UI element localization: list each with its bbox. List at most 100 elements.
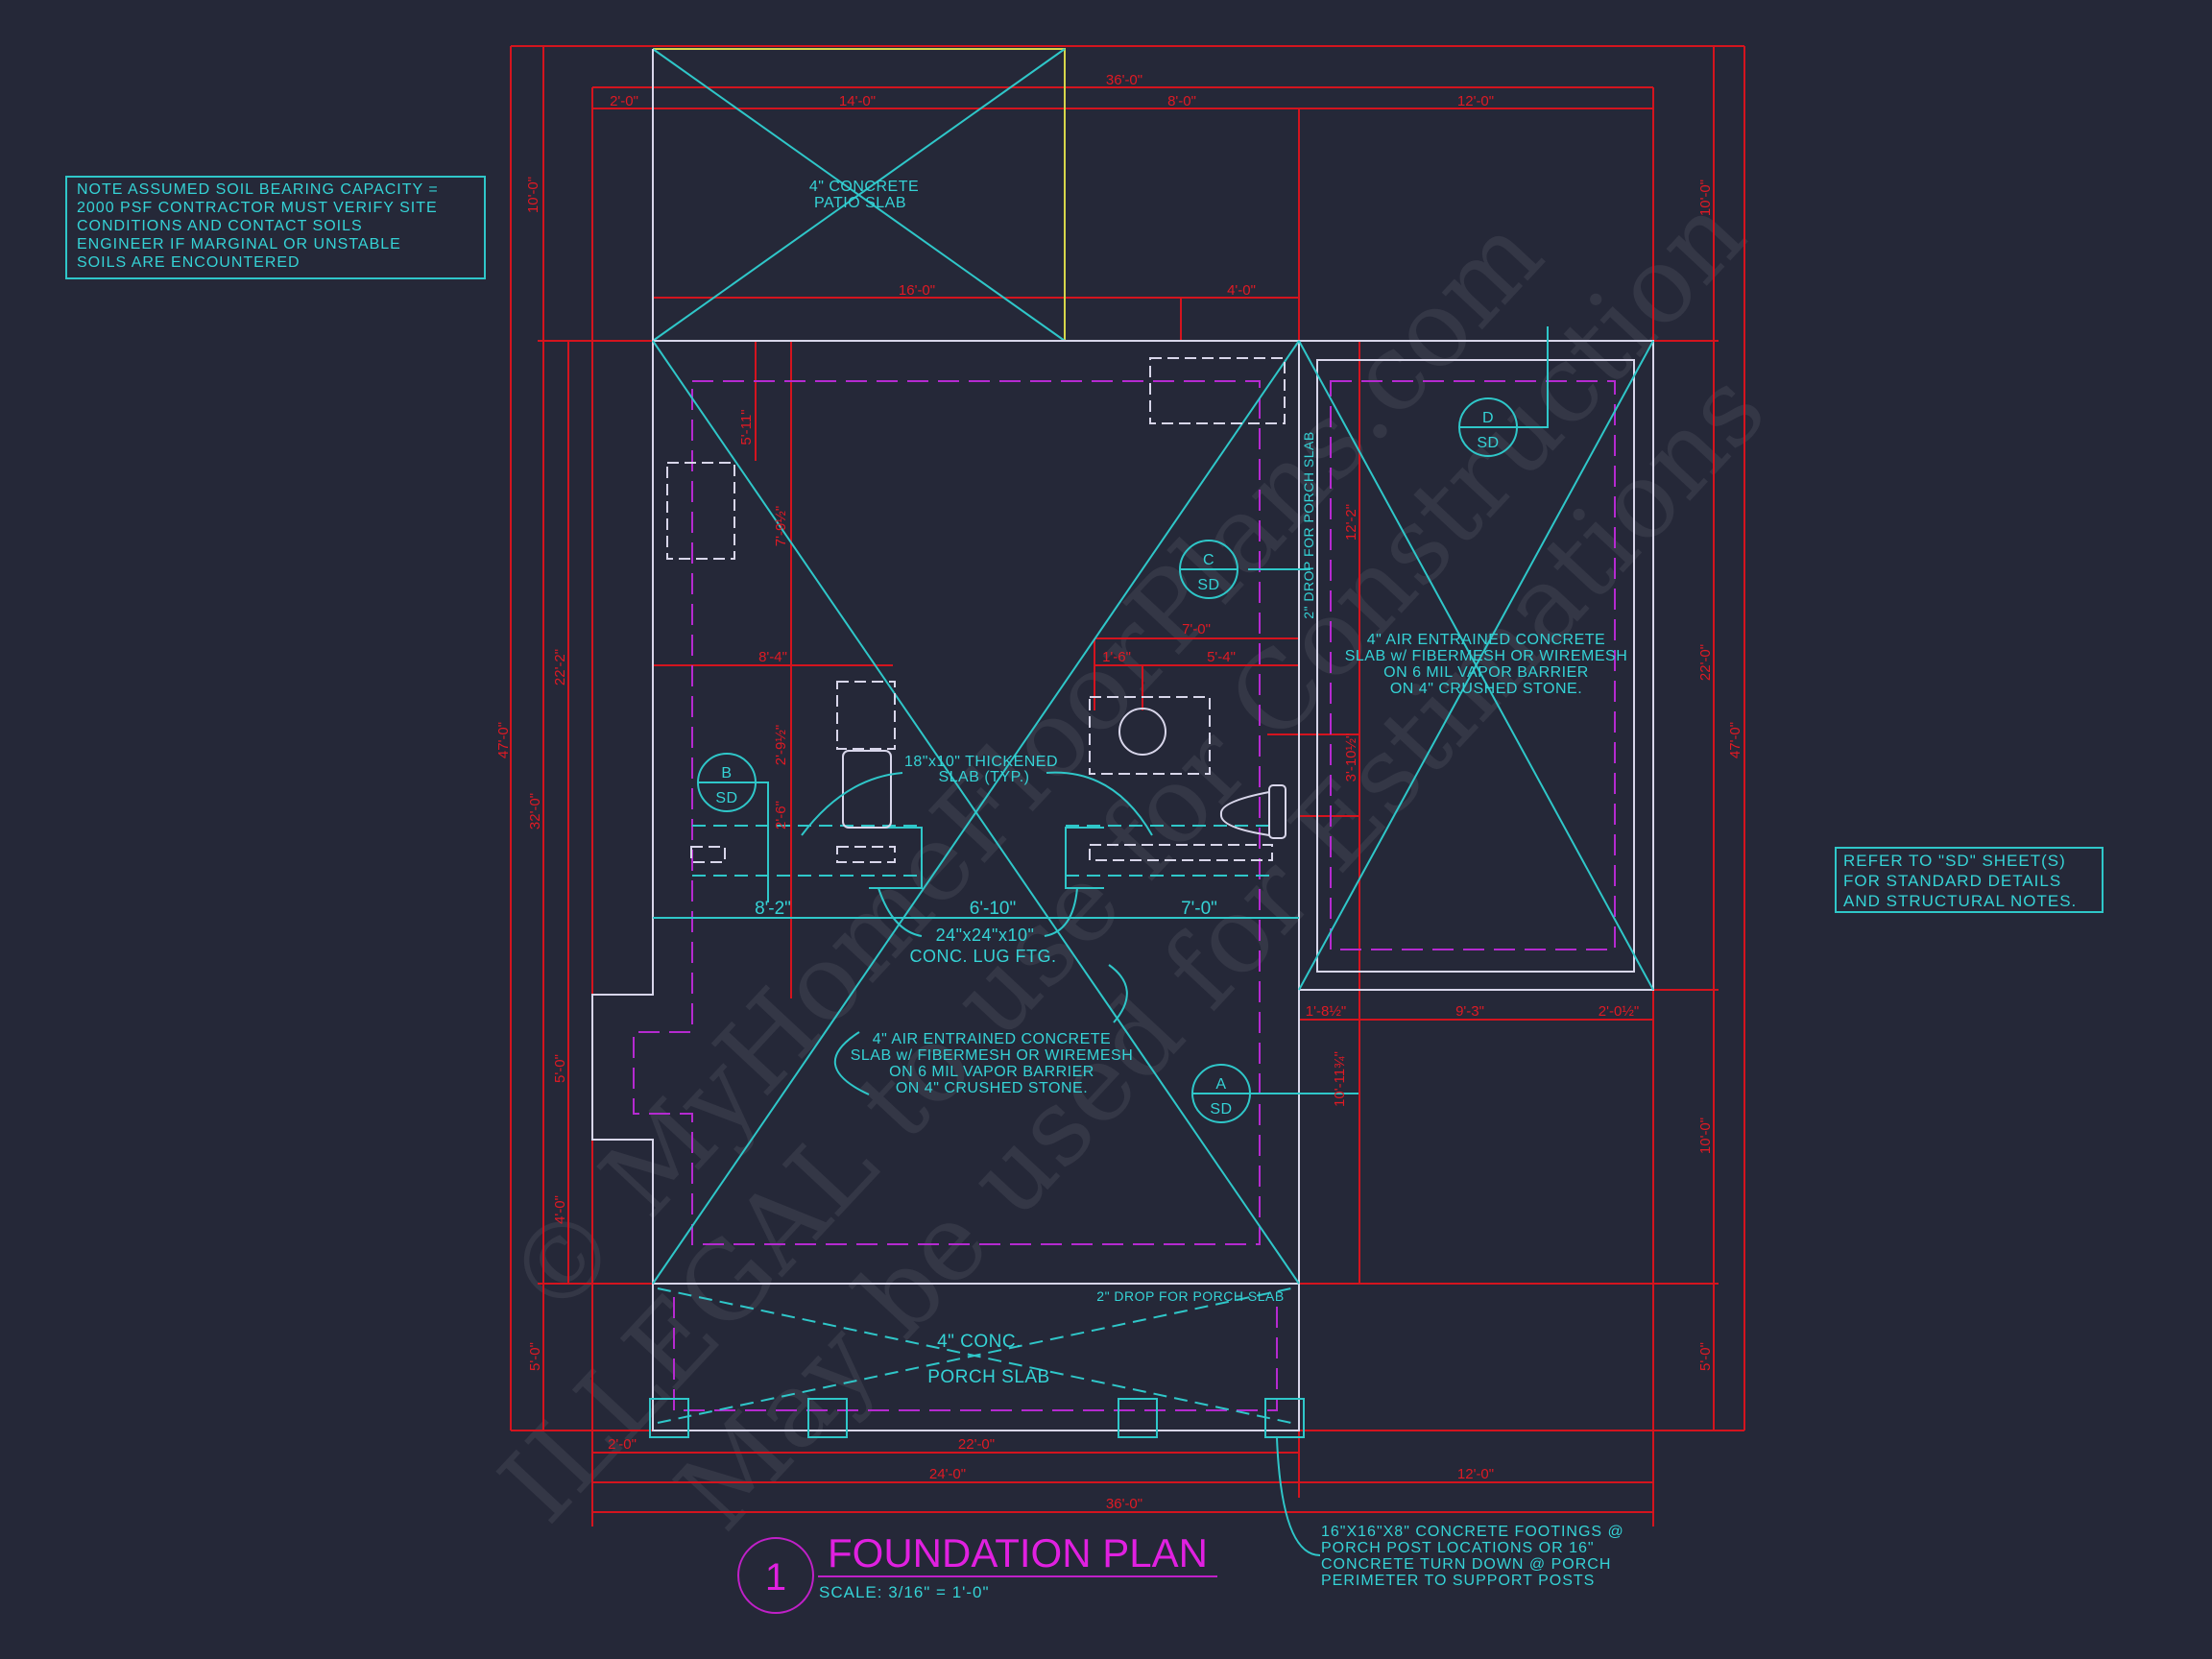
dimension-text: 3'-10½" bbox=[1343, 733, 1359, 782]
dimension-text: 8'-0" bbox=[1167, 93, 1196, 109]
note-line: CONCRETE TURN DOWN @ PORCH bbox=[1321, 1556, 1611, 1573]
section-marker-d[interactable]: D SD bbox=[1458, 397, 1518, 457]
label-line: CONC. LUG FTG. bbox=[909, 947, 1056, 966]
dimension-text: 2'-9½" bbox=[773, 725, 789, 765]
note-line: REFER TO "SD" SHEET(S) bbox=[1843, 852, 2066, 870]
dimension-labels: 36'-0" 2'-0" 14'-0" 8'-0" 12'-0" 16'-0" … bbox=[495, 72, 1743, 1512]
right-slab-label: 4" AIR ENTRAINED CONCRETE SLAB w/ FIBERM… bbox=[1345, 632, 1628, 697]
drawing-number: 1 bbox=[765, 1556, 786, 1599]
label-line: PORCH SLAB bbox=[927, 1367, 1049, 1387]
note-line: 16"X16"X8" CONCRETE FOOTINGS @ bbox=[1321, 1524, 1624, 1540]
label-line: SLAB w/ FIBERMESH OR WIREMESH bbox=[1345, 648, 1628, 664]
label-line: SLAB w/ FIBERMESH OR WIREMESH bbox=[851, 1047, 1134, 1064]
dimension-text: 5'-0" bbox=[527, 1342, 543, 1371]
dimension-text: 2'-0½" bbox=[1599, 1003, 1639, 1020]
section-letter: B bbox=[721, 765, 732, 781]
section-marker-c[interactable]: C SD bbox=[1179, 540, 1238, 599]
note-line: 2000 PSF CONTRACTOR MUST VERIFY SITE bbox=[77, 200, 438, 216]
label-line: 18"x10" THICKENED bbox=[904, 754, 1058, 770]
drawing-title-text: FOUNDATION PLAN bbox=[828, 1530, 1208, 1575]
section-sheet: SD bbox=[1477, 435, 1499, 451]
lug-footing-label: 24"x24"x10" CONC. LUG FTG. bbox=[909, 926, 1056, 966]
label-line: 24"x24"x10" bbox=[936, 926, 1035, 945]
porch-slab-label: 4" CONC. PORCH SLAB bbox=[927, 1332, 1049, 1387]
label-line: ON 6 MIL VAPOR BARRIER bbox=[1383, 664, 1589, 681]
dimension-text: 8'-4" bbox=[758, 649, 787, 665]
dimension-lines bbox=[510, 45, 1745, 1527]
footing-dimension-labels: 8'-2" 6'-10" 7'-0" bbox=[755, 899, 1217, 919]
dimension-text: 36'-0" bbox=[1106, 72, 1142, 88]
label-line: 4" AIR ENTRAINED CONCRETE bbox=[1367, 632, 1605, 648]
thickened-slab-label: 18"x10" THICKENED SLAB (TYP.) bbox=[904, 754, 1058, 785]
dimension-text: 2'-0" bbox=[610, 93, 638, 109]
porch-post-footings bbox=[649, 1398, 1305, 1438]
section-sheet: SD bbox=[1210, 1101, 1232, 1118]
note-line: PERIMETER TO SUPPORT POSTS bbox=[1321, 1573, 1595, 1589]
dimension-text: 32'-0" bbox=[527, 793, 543, 830]
note-line: SOILS ARE ENCOUNTERED bbox=[77, 254, 301, 271]
dimension-text: 22'-0" bbox=[1697, 644, 1714, 681]
soil-bearing-note: NOTE ASSUMED SOIL BEARING CAPACITY = 200… bbox=[65, 176, 486, 279]
refer-sd-note: REFER TO "SD" SHEET(S) FOR STANDARD DETA… bbox=[1835, 847, 2104, 913]
dimension-text: 36'-0" bbox=[1106, 1496, 1142, 1512]
dimension-text: 7'-0" bbox=[1182, 621, 1211, 637]
slab-diagonals bbox=[652, 340, 1654, 1424]
dimension-text: 12'-0" bbox=[1457, 1466, 1494, 1482]
porch-footing-note: 16"X16"X8" CONCRETE FOOTINGS @ PORCH POS… bbox=[1321, 1524, 1624, 1589]
drop-porch-label: 2" DROP FOR PORCH SLAB bbox=[1096, 1288, 1284, 1304]
note-line: FOR STANDARD DETAILS bbox=[1843, 872, 2061, 890]
leader-lines bbox=[756, 326, 1549, 1556]
dimension-text: 2'-6" bbox=[773, 801, 789, 830]
dimension-text: 5'-0" bbox=[1697, 1342, 1714, 1371]
note-line: PORCH POST LOCATIONS OR 16" bbox=[1321, 1540, 1595, 1556]
dimension-text: 47'-0" bbox=[1727, 722, 1743, 758]
dimension-text: 22'-2" bbox=[552, 649, 568, 685]
dimension-text: 24'-0" bbox=[929, 1466, 966, 1482]
dimension-text: 2'-0" bbox=[608, 1436, 637, 1453]
label-line: SLAB (TYP.) bbox=[938, 769, 1029, 785]
label-line: ON 6 MIL VAPOR BARRIER bbox=[889, 1064, 1094, 1080]
dimension-text: 7'-9½" bbox=[773, 506, 789, 546]
label-line: 4" CONC. bbox=[937, 1332, 1022, 1352]
note-line: CONDITIONS AND CONTACT SOILS bbox=[77, 218, 363, 234]
note-line: NOTE ASSUMED SOIL BEARING CAPACITY = bbox=[77, 181, 439, 198]
label-line: ON 4" CRUSHED STONE. bbox=[896, 1080, 1088, 1096]
drawing-scale: SCALE: 3/16" = 1'-0" bbox=[819, 1583, 990, 1601]
main-slab-label: 4" AIR ENTRAINED CONCRETE SLAB w/ FIBERM… bbox=[851, 1031, 1134, 1096]
dimension-text: 12'-0" bbox=[1457, 93, 1494, 109]
section-marker-b[interactable]: B SD bbox=[697, 753, 757, 812]
dimension-text: 4'-0" bbox=[552, 1195, 568, 1224]
label-line: 4" CONCRETE bbox=[809, 179, 919, 195]
section-sheet: SD bbox=[715, 790, 737, 806]
label-line: 4" AIR ENTRAINED CONCRETE bbox=[873, 1031, 1111, 1047]
dimension-text: 5'-0" bbox=[552, 1054, 568, 1083]
dimension-text: 16'-0" bbox=[899, 282, 935, 299]
section-letter: C bbox=[1203, 552, 1214, 568]
dimension-text: 5'-4" bbox=[1207, 649, 1236, 665]
label-line: PATIO SLAB bbox=[814, 195, 906, 211]
patio-slab bbox=[652, 48, 1066, 342]
dimension-text: 10'-11¾" bbox=[1332, 1051, 1348, 1107]
section-letter: D bbox=[1482, 410, 1494, 426]
dimension-text: 7'-0" bbox=[1181, 899, 1217, 919]
dimension-text: 10'-0" bbox=[1697, 1118, 1714, 1154]
dimension-text: 12'-2" bbox=[1343, 504, 1359, 541]
plumbing-fixtures bbox=[666, 357, 1286, 863]
dimension-text: 8'-2" bbox=[755, 899, 791, 919]
drop-porch-label-vertical: 2" DROP FOR PORCH SLAB bbox=[1301, 431, 1316, 618]
dimension-text: 47'-0" bbox=[495, 722, 512, 758]
dimension-text: 10'-0" bbox=[1697, 180, 1714, 216]
label-line: ON 4" CRUSHED STONE. bbox=[1390, 681, 1582, 697]
note-line: AND STRUCTURAL NOTES. bbox=[1843, 892, 2077, 910]
dimension-text: 1'-8½" bbox=[1306, 1003, 1346, 1020]
dimension-text: 10'-0" bbox=[525, 177, 541, 213]
section-marker-a[interactable]: A SD bbox=[1191, 1064, 1251, 1123]
thickened-slab bbox=[653, 825, 1299, 919]
dimension-text: 5'-11" bbox=[738, 409, 755, 445]
dimension-text: 6'-10" bbox=[970, 899, 1016, 919]
dimension-text: 1'-6" bbox=[1102, 649, 1131, 665]
dimension-text: 14'-0" bbox=[839, 93, 876, 109]
section-sheet: SD bbox=[1197, 577, 1219, 593]
note-line: ENGINEER IF MARGINAL OR UNSTABLE bbox=[77, 236, 401, 252]
